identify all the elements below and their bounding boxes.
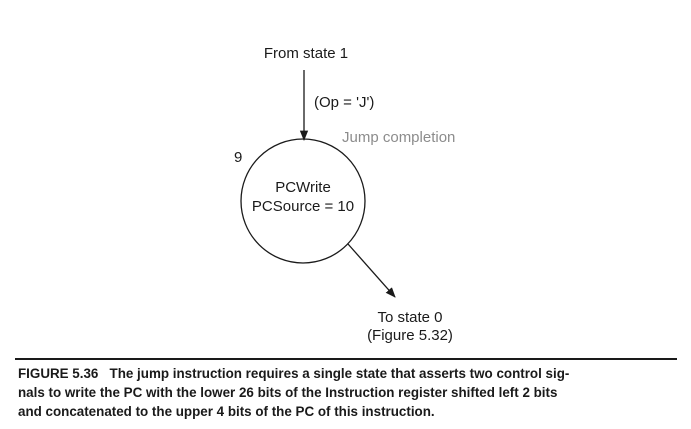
- caption-line: and concatenated to the upper 4 bits of …: [18, 404, 435, 419]
- caption-rule: [15, 358, 677, 360]
- state-signal-pcsource: PCSource = 10: [251, 198, 355, 215]
- caption-line: nals to write the PC with the lower 26 b…: [18, 385, 558, 400]
- incoming-label: From state 1: [263, 45, 349, 62]
- condition-label: (Op = 'J'): [314, 94, 375, 111]
- caption-line: FIGURE 5.36 The jump instruction require…: [18, 366, 570, 381]
- state-signal-pcwrite: PCWrite: [275, 179, 331, 196]
- state-circle: [240, 138, 366, 264]
- state-name-label: Jump completion: [342, 129, 456, 146]
- figure-caption: FIGURE 5.36 The jump instruction require…: [18, 364, 684, 421]
- outgoing-label-line1: To state 0: [377, 309, 443, 326]
- state-number: 9: [234, 149, 243, 166]
- outgoing-label-line2: (Figure 5.32): [367, 327, 453, 344]
- outgoing-arrow: [347, 243, 396, 298]
